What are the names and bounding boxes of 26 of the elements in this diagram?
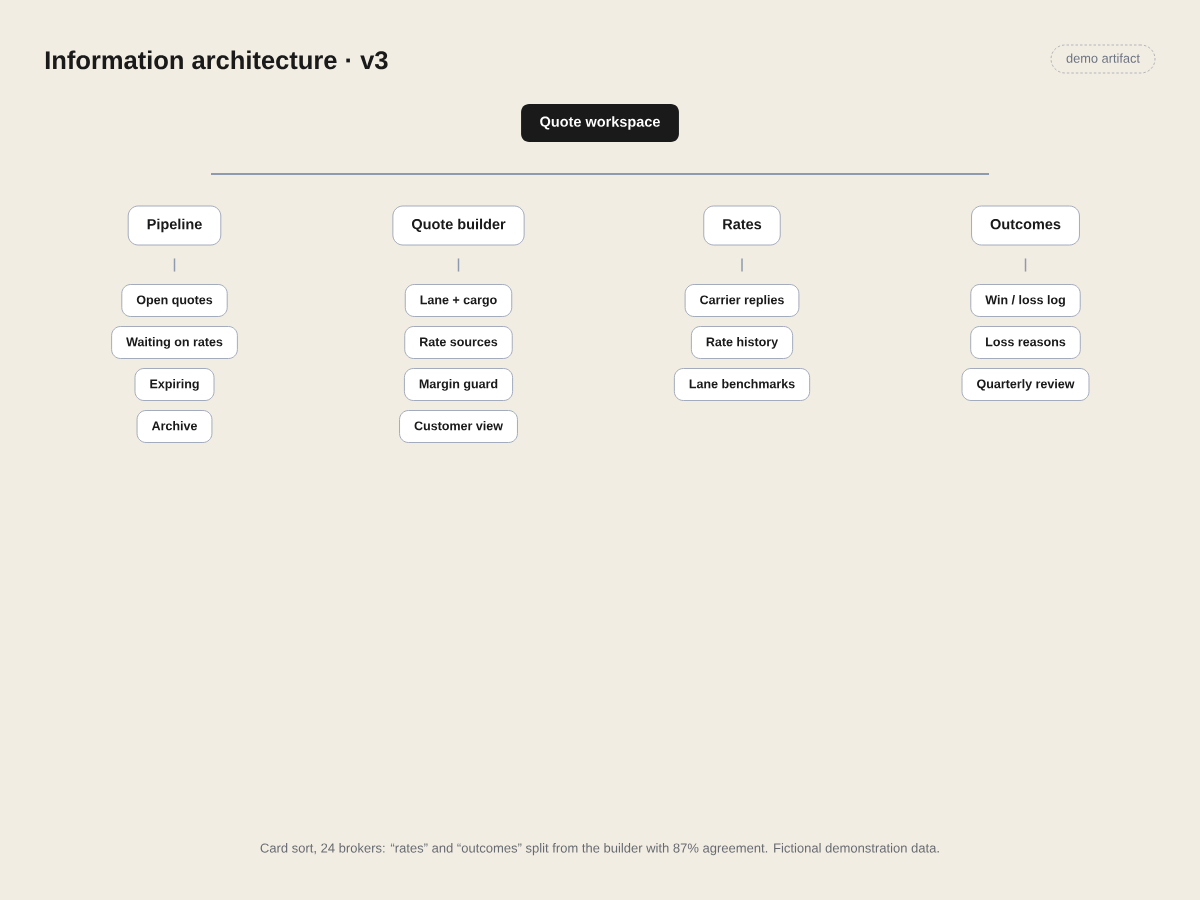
item-box: Open quotes: [121, 284, 228, 317]
item-box: Expiring: [134, 368, 215, 401]
item-box: Rate history: [690, 326, 794, 359]
connector-line: [457, 257, 460, 273]
item-box: Margin guard: [403, 368, 514, 401]
item-box: Lane benchmarks: [673, 368, 811, 401]
category-box: Pipeline: [127, 205, 222, 246]
category-box: Rates: [703, 205, 781, 246]
category-box: Outcomes: [971, 205, 1080, 246]
item-box: Waiting on rates: [111, 326, 238, 359]
connector-line: [1024, 257, 1027, 273]
item-box: Loss reasons: [970, 326, 1081, 359]
item-box: Customer view: [399, 410, 518, 443]
item-box: Lane + cargo: [404, 284, 513, 317]
title: Information architecture · v3: [45, 50, 388, 70]
connector-line: [173, 257, 176, 273]
item-box: Quarterly review: [961, 368, 1090, 401]
connector-line: [741, 257, 743, 273]
category-box: Quote builder: [392, 205, 525, 246]
item-box: Win / loss log: [970, 284, 1081, 317]
caption: Card sort, 24 brokers: “rates” and “outcomes” split from the builder with 87% agreement. Fictional demonstration data.: [260, 843, 939, 856]
tag-pill: demo artifact: [1050, 44, 1156, 74]
item-box: Carrier replies: [684, 284, 800, 317]
item-box: Rate sources: [404, 326, 513, 359]
root-box: Quote workspace: [521, 104, 679, 142]
item-box: Archive: [136, 410, 213, 443]
